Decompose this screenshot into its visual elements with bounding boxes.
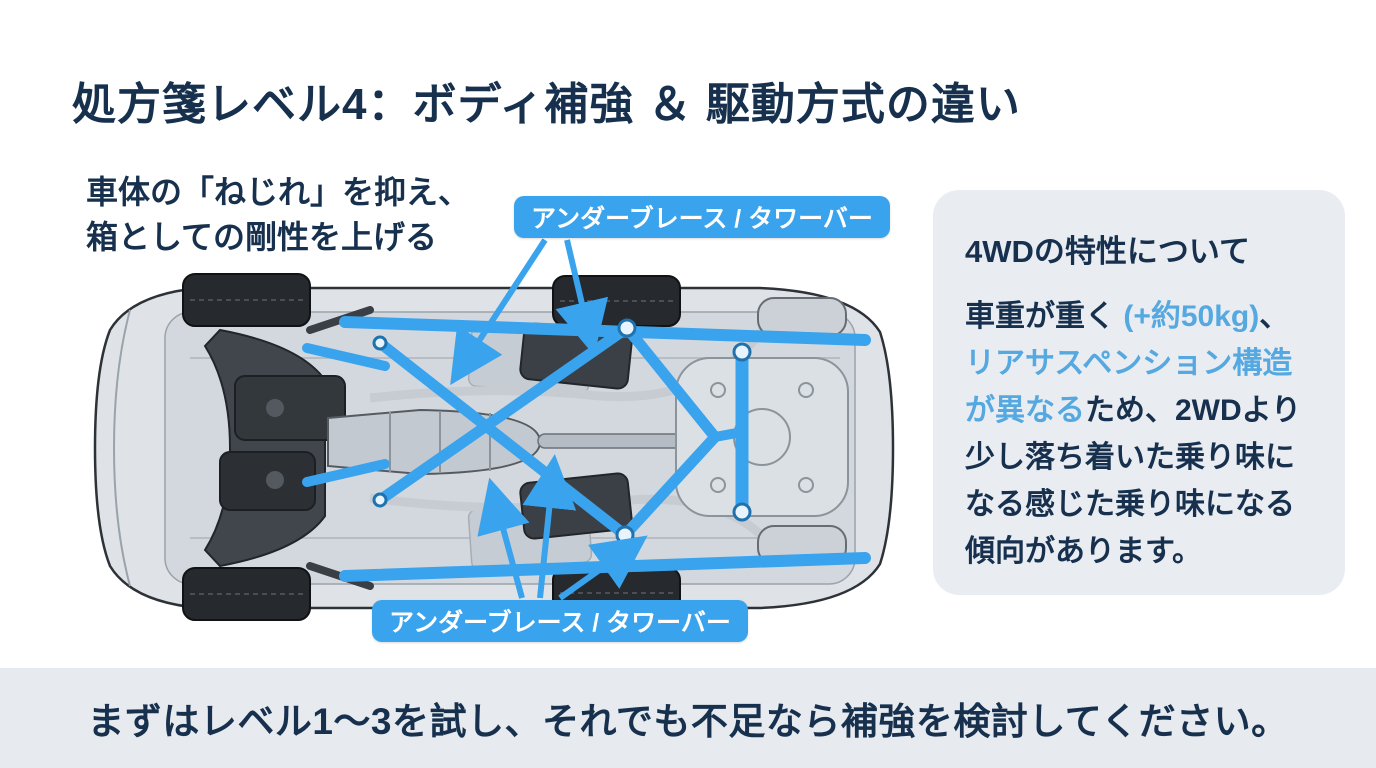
callout-underbrace-towerbar-top: アンダーブレース / タワーバー [514,196,890,238]
callout-top-text: アンダーブレース / タワーバー [531,205,873,233]
left-caption: 車体の「ねじれ」を抑え、 箱としての剛性を上げる [86,170,546,261]
panel-body-segment: (+約50kg) [1123,300,1260,333]
panel-body-segment: ため、2WDより少し落ち着いた乗り味になる感じた乗り味になる傾向があります。 [965,394,1302,569]
panel-body: 車重が重く (+約50kg)、リアサスペンション構造が異なるため、2WDより少し… [965,293,1315,576]
panel-body-segment: リアサスペンション構造が異なる [965,347,1293,428]
pointer-arrows [450,238,648,601]
callout-underbrace-towerbar-bottom: アンダーブレース / タワーバー [372,600,748,642]
page-title: 処方箋レベル4：ボディ補強 ＆ 駆動方式の違い [72,80,1021,129]
panel-heading: 4WDの特性について [965,234,1250,269]
footer-band: まずはレベル1〜3を試し、それでも不足なら補強を検討してください。 [0,668,1376,768]
panel-body-segment: 、 [1259,300,1290,333]
panel-body-segment: 車重が重く [965,300,1124,333]
left-caption-line1: 車体の「ねじれ」を抑え、 [86,174,471,210]
spare-wheel-well [675,357,849,517]
footer-text: まずはレベル1〜3を試し、それでも不足なら補強を検討してください。 [87,701,1289,742]
4wd-info-panel: 4WDの特性について 車重が重く (+約50kg)、リアサスペンション構造が異な… [933,190,1345,595]
callout-bottom-text: アンダーブレース / タワーバー [389,609,731,637]
engine-subframe [203,306,374,590]
car-underbody-illustration [93,238,895,621]
chassis-braces [302,316,871,582]
left-caption-line2: 箱としての剛性を上げる [86,219,438,256]
